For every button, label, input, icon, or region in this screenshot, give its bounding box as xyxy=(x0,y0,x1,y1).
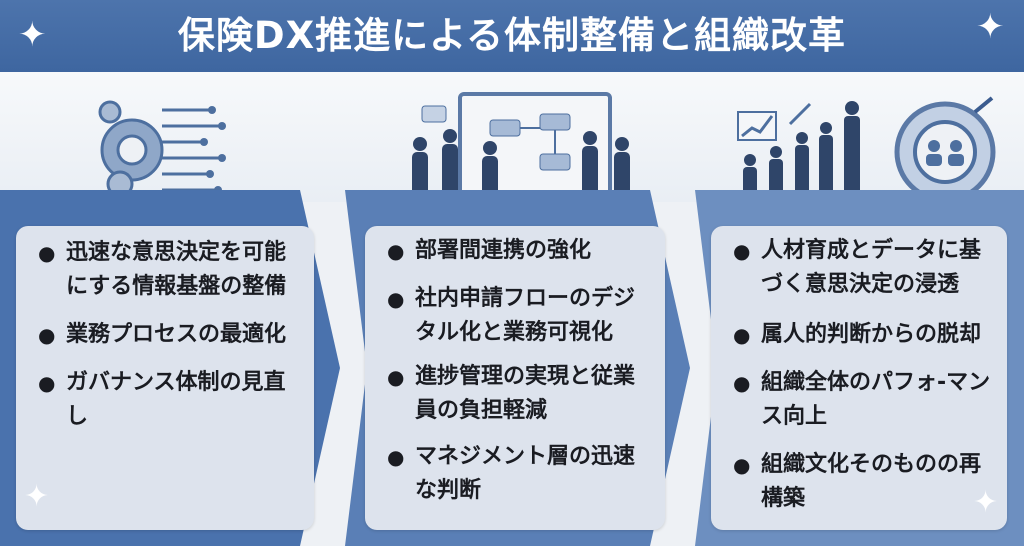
column-2-card: ● 部署間連携の強化 ● 社内申請フローのデジタル化と業務可視化 ● 進捗管理の… xyxy=(365,226,665,530)
list-item: ● 組織全体のパフォ-マンス向上 xyxy=(733,366,997,434)
bullet-icon: ● xyxy=(733,453,751,477)
bullet-icon: ● xyxy=(733,323,751,347)
bullet-icon: ● xyxy=(387,287,405,311)
page-title: 保険DX推進による体制整備と組織改革 xyxy=(177,14,847,57)
sparkle-icon: ✦ xyxy=(976,7,1005,47)
list-item: ● 迅速な意思決定を可能にする情報基盤の整備 xyxy=(38,236,304,304)
sparkle-icon: ✦ xyxy=(24,479,50,514)
panel-3: ● 人材育成とデータに基づく意思決定の浸透 ● 属人的判断からの脱却 ● 組織全… xyxy=(695,190,1024,546)
bullet-icon: ● xyxy=(38,323,56,347)
bullet-icon: ● xyxy=(38,371,56,395)
column-1-card: ● 迅速な意思決定を可能にする情報基盤の整備 ● 業務プロセスの最適化 ● ガバ… xyxy=(16,226,314,530)
list-item: ● 業務プロセスの最適化 xyxy=(38,318,304,352)
list-item: ● 人材育成とデータに基づく意思決定の浸透 xyxy=(733,234,997,302)
list-item: ● ガバナンス体制の見直し xyxy=(38,366,304,434)
bullet-icon: ● xyxy=(733,371,751,395)
panel-2: ● 部署間連携の強化 ● 社内申請フローのデジタル化と業務可視化 ● 進捗管理の… xyxy=(345,190,690,546)
bullet-icon: ● xyxy=(387,365,405,389)
sparkle-icon: ✦ xyxy=(18,15,47,55)
bullet-icon: ● xyxy=(387,445,405,469)
column-3-card: ● 人材育成とデータに基づく意思決定の浸透 ● 属人的判断からの脱却 ● 組織全… xyxy=(711,226,1007,530)
list-item: ● マネジメント層の迅速な判断 xyxy=(387,440,655,508)
list-item: ● 部署間連携の強化 xyxy=(387,234,655,268)
list-item: ● 組織文化そのものの再構築 xyxy=(733,448,997,516)
bullet-icon: ● xyxy=(38,241,56,265)
header-banner xyxy=(0,0,1024,72)
list-item: ● 属人的判断からの脱却 xyxy=(733,318,997,352)
bullet-icon: ● xyxy=(733,239,751,263)
sparkle-icon: ✦ xyxy=(973,485,999,520)
bullet-icon: ● xyxy=(387,239,405,263)
list-item: ● 社内申請フローのデジタル化と業務可視化 xyxy=(387,282,655,350)
panel-1: ● 迅速な意思決定を可能にする情報基盤の整備 ● 業務プロセスの最適化 ● ガバ… xyxy=(0,190,340,546)
gear-circuit-icon xyxy=(98,100,226,198)
list-item: ● 進捗管理の実現と従業員の負担軽減 xyxy=(387,360,655,428)
